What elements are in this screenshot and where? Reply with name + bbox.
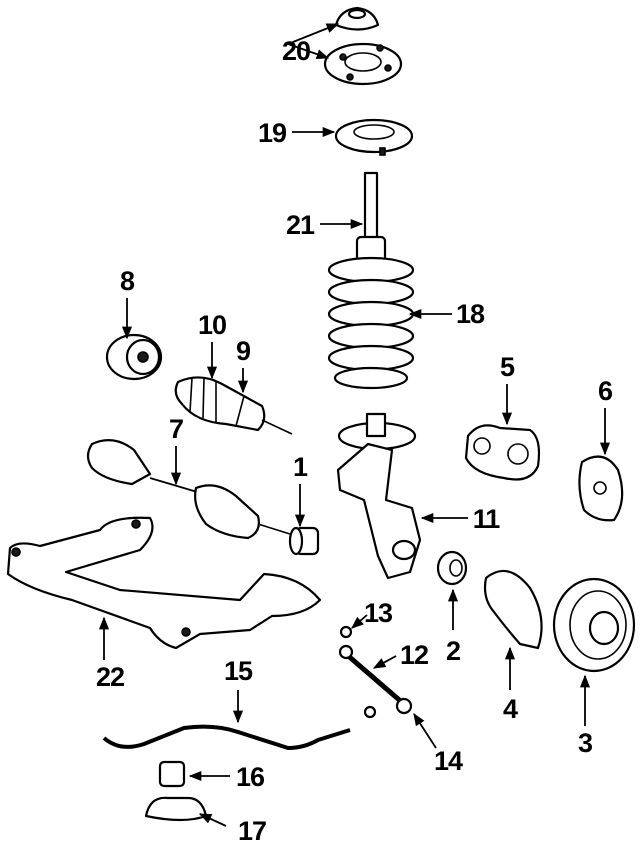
callout-7: 7 — [169, 414, 183, 444]
crossmember — [6, 516, 322, 650]
callout-16: 16 — [236, 762, 265, 792]
coil-spring — [327, 256, 415, 390]
callout-5: 5 — [500, 352, 515, 382]
callout-6: 6 — [598, 376, 613, 406]
callout-8: 8 — [120, 266, 135, 296]
callout-11: 11 — [473, 504, 501, 534]
hub-bearing — [105, 333, 163, 381]
callout-22: 22 — [96, 662, 124, 692]
callout-numbers: 20 19 21 18 8 10 9 7 1 5 6 11 2 4 3 22 1… — [96, 36, 614, 846]
strut-mount-cap — [334, 6, 380, 31]
callout-15: 15 — [224, 656, 253, 686]
callout-4: 4 — [503, 694, 518, 724]
callout-14: 14 — [434, 746, 463, 776]
callout-21: 21 — [286, 210, 315, 240]
stabilizer-bushing — [158, 760, 186, 788]
brake-caliper — [464, 424, 541, 481]
inner-cv-boot — [174, 376, 293, 435]
stabilizer-bracket — [144, 796, 208, 822]
stabilizer-bar — [102, 724, 351, 750]
callout-13: 13 — [364, 598, 393, 628]
callout-17: 17 — [238, 816, 266, 846]
callout-12: 12 — [400, 640, 428, 670]
strut-bearing — [334, 118, 414, 156]
stabilizer-link — [338, 625, 413, 719]
strut-knuckle — [336, 412, 422, 580]
callout-10: 10 — [198, 310, 226, 340]
drive-axle — [86, 439, 291, 540]
splash-shield — [483, 569, 543, 650]
callout-18: 18 — [456, 299, 485, 329]
strut-mount-plate — [323, 42, 403, 86]
callout-9: 9 — [236, 336, 251, 366]
leader-lines — [98, 23, 611, 827]
bushing — [288, 526, 320, 556]
callout-20: 20 — [282, 36, 310, 66]
callout-3: 3 — [578, 728, 593, 758]
callout-2: 2 — [446, 636, 460, 666]
wheel-hub — [436, 550, 468, 586]
callout-19: 19 — [258, 118, 287, 148]
brake-rotor — [552, 577, 636, 673]
shield-bracket — [578, 455, 624, 522]
callout-1: 1 — [293, 452, 308, 482]
